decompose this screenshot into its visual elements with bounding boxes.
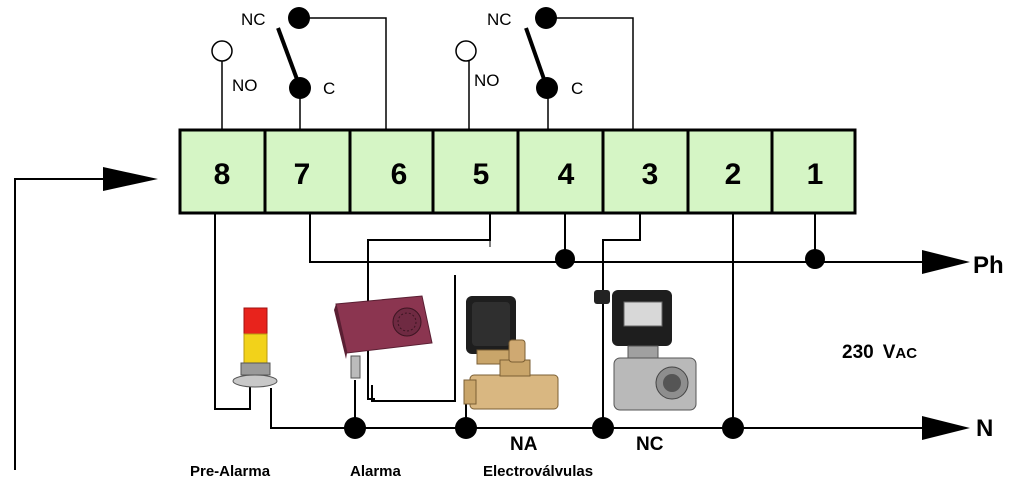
supply-voltage-unit-v: V	[883, 342, 896, 363]
phase-junction-4	[555, 249, 575, 269]
terminal-label-3: 3	[642, 158, 659, 191]
terminal-block: 8 7 6 5 4 3 2 1	[178, 128, 857, 215]
relay-2-c-label: C	[571, 79, 583, 98]
relay-2-no-contact	[455, 40, 477, 62]
relay-2-no-label: NO	[474, 71, 500, 90]
supply-voltage-number: 230	[842, 342, 874, 363]
neutral-junction-2	[722, 417, 744, 439]
neutral-line: N	[270, 213, 993, 442]
valve-na-icon	[463, 296, 559, 410]
phase-line: Ph	[309, 213, 1004, 279]
neutral-label: N	[976, 415, 993, 442]
load-wires	[214, 213, 641, 428]
supply-voltage-label: 230 VAC	[842, 342, 917, 363]
valve-nc-label: NC	[636, 434, 664, 455]
terminal-label-7: 7	[294, 158, 311, 191]
relay-1-c-contact	[289, 77, 311, 99]
siren-icon	[334, 295, 433, 379]
terminal-label-2: 2	[725, 158, 742, 191]
input-arrow	[14, 167, 158, 470]
relay-2-nc-label: NC	[487, 10, 512, 29]
supply-voltage-unit-ac: AC	[895, 345, 917, 362]
relay-2-contact: NO C NC	[455, 7, 634, 130]
caption-alarm: Alarma	[350, 463, 402, 480]
terminal-label-4: 4	[558, 158, 575, 191]
terminal-label-8: 8	[214, 158, 231, 191]
terminal-label-1: 1	[807, 158, 824, 191]
valve-na-label: NA	[510, 434, 538, 455]
relay-1-no-contact	[211, 40, 233, 62]
relay-2-c-contact	[536, 77, 558, 99]
valve-nc-icon	[594, 290, 697, 411]
relay-1-contact: NO C NC	[211, 7, 387, 130]
terminal-label-5: 5	[473, 158, 490, 191]
phase-label: Ph	[973, 252, 1004, 279]
caption-pre-alarm: Pre-Alarma	[190, 463, 271, 480]
terminal-label-6: 6	[391, 158, 408, 191]
phase-junction-1	[805, 249, 825, 269]
caption-valves: Electroválvulas	[483, 463, 593, 480]
beacon-icon	[232, 307, 278, 388]
relay-1-no-label: NO	[232, 76, 258, 95]
relay-1-c-label: C	[323, 79, 335, 98]
relay-1-nc-label: NC	[241, 10, 266, 29]
